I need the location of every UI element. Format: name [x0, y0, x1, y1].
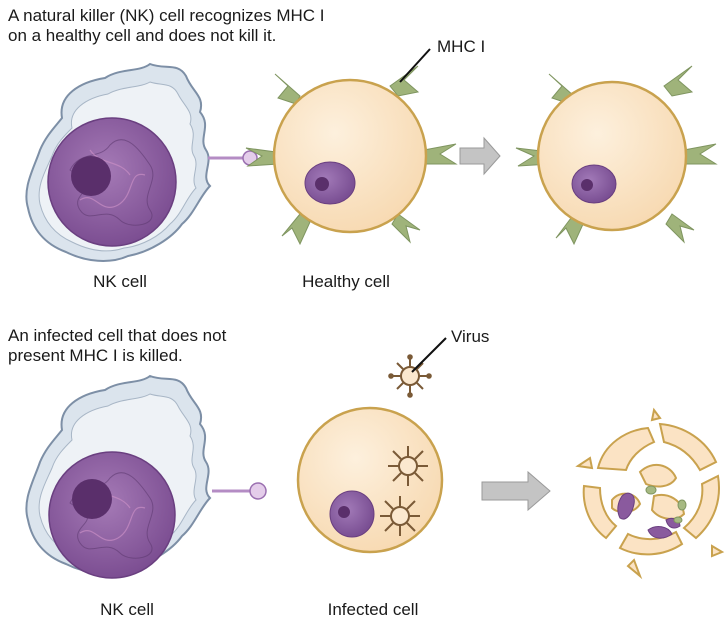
- lysed-fragment: [682, 474, 720, 540]
- nk-cell-bottom-nucleus: [48, 451, 176, 579]
- lysed-fragment: [618, 530, 684, 556]
- nk-cell-top-nucleolus: [71, 156, 111, 196]
- lysed-fragment: [596, 426, 656, 472]
- mhc-molecules: [245, 65, 458, 246]
- nk-cell-top-label: NK cell: [93, 272, 147, 291]
- mhc-callout-label: MHC I: [437, 37, 486, 56]
- nk-cell-top: [25, 62, 258, 262]
- bottom-caption: An infected cell that does not present M…: [8, 326, 226, 366]
- mhc-spike: [389, 65, 420, 97]
- healthy-cell: [245, 65, 458, 246]
- virus-inside: [380, 496, 420, 536]
- bottom-caption-line-2: present MHC I is killed.: [8, 346, 183, 365]
- lysed-organelles: [645, 485, 687, 524]
- lysed-fragment: [638, 463, 678, 488]
- virus-inside: [388, 446, 428, 486]
- lysed-fragment: [650, 407, 662, 422]
- lysed-cell: [575, 407, 725, 580]
- nk-receptor-bottom-head: [249, 482, 267, 500]
- infected-cell: [296, 406, 444, 554]
- mhc-spike: [683, 143, 718, 165]
- infected-cell-nucleus: [329, 490, 375, 538]
- virus-free: [388, 354, 432, 398]
- healthy-cell-nucleus: [304, 161, 356, 205]
- nk-cell-top-nucleus: [47, 117, 177, 247]
- mhc-spike: [663, 65, 694, 97]
- top-caption-line-2: on a healthy cell and does not kill it.: [8, 26, 277, 45]
- arrow-bottom: [481, 470, 551, 512]
- mhc-spike: [391, 213, 421, 244]
- infected-cell-label: Infected cell: [327, 600, 419, 619]
- mhc-callout-line: [399, 48, 431, 83]
- arrow-top: [459, 136, 501, 176]
- infected-cell-body: [296, 406, 444, 554]
- top-caption-line-1: A natural killer (NK) cell recognizes MH…: [8, 6, 325, 25]
- virus-callout-label: Virus: [451, 327, 490, 346]
- healthy-cell-label: Healthy cell: [302, 272, 390, 291]
- lysed-fragment: [582, 484, 618, 540]
- mhc-spike: [274, 73, 301, 105]
- bottom-caption-line-1: An infected cell that does not: [8, 326, 227, 345]
- top-caption: A natural killer (NK) cell recognizes MH…: [8, 6, 324, 46]
- mhc-spike: [665, 213, 695, 244]
- nk-cell-bottom-label: NK cell: [100, 600, 154, 619]
- healthy-cell-after-nucleus: [571, 164, 617, 204]
- mhc-spike: [423, 143, 458, 165]
- nk-cell-bottom-nucleolus: [72, 479, 112, 519]
- healthy-cell-body: [272, 78, 428, 234]
- lysed-fragment: [650, 494, 686, 520]
- lysed-fragment: [626, 558, 643, 580]
- healthy-cell-after-body: [536, 80, 688, 232]
- lysed-fragment: [658, 422, 718, 472]
- lysed-fragment: [711, 544, 725, 558]
- virus-callout-line: [411, 337, 447, 373]
- nk-cell-bottom: [25, 374, 267, 579]
- lysed-fragment: [575, 456, 594, 470]
- healthy-cell-after: [515, 65, 718, 246]
